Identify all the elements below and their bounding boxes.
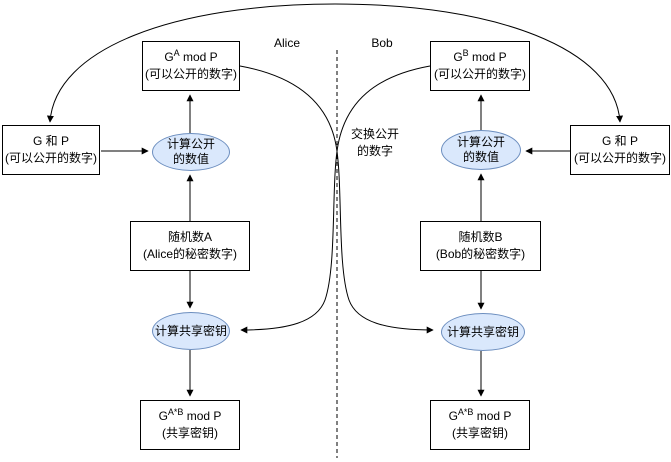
box-gp-bob-note: (可以公开的数字) <box>574 151 666 165</box>
ellipse-calc-shared-key-bob: 计算共享密钥 <box>441 313 525 351</box>
label-bob: Bob <box>371 36 393 50</box>
box-gp-alice-title: G 和 P <box>32 134 69 149</box>
box-shared-key-alice-note: (共享密钥) <box>162 426 218 440</box>
box-public-value-bob-note: (可以公开的数字) <box>434 67 526 81</box>
box-shared-key-alice-formula: GA*B mod P <box>158 407 222 424</box>
box-random-number-alice-title: 随机数A <box>167 230 212 245</box>
box-random-number-alice-note: (Alice的秘密数字) <box>142 247 237 261</box>
box-random-number-bob: 随机数B (Bob的秘密数字) <box>420 221 541 271</box>
arc-shared-gp-arrow <box>46 3 624 123</box>
box-random-number-bob-note: (Bob的秘密数字) <box>435 247 526 261</box>
ellipse-calc-public-bob: 计算公开 的数值 <box>441 130 521 170</box>
box-public-value-alice: GA mod P (可以公开的数字) <box>142 41 240 91</box>
arc-ga-to-bob-arrow <box>239 65 434 334</box>
label-alice: Alice <box>273 36 300 50</box>
ellipse-calc-public-alice: 计算公开 的数值 <box>152 133 230 171</box>
box-gp-bob: G 和 P (可以公开的数字) <box>570 125 670 175</box>
box-gp-bob-title: G 和 P <box>601 134 638 149</box>
box-shared-key-alice: GA*B mod P (共享密钥) <box>140 400 240 450</box>
box-random-number-bob-title: 随机数B <box>458 230 503 245</box>
arc-gb-to-alice-arrow <box>240 65 431 334</box>
box-gp-alice: G 和 P (可以公开的数字) <box>2 125 100 175</box>
ellipse-calc-shared-key-alice: 计算共享密钥 <box>152 312 230 350</box>
box-public-value-bob-formula: GB mod P <box>453 48 507 65</box>
box-gp-alice-note: (可以公开的数字) <box>5 151 97 165</box>
box-shared-key-bob: GA*B mod P (共享密钥) <box>430 400 530 450</box>
box-shared-key-bob-note: (共享密钥) <box>452 426 508 440</box>
label-exchange-public-numbers: 交换公开 的数字 <box>350 127 399 158</box>
box-random-number-alice: 随机数A (Alice的秘密数字) <box>130 221 250 271</box>
box-public-value-alice-note: (可以公开的数字) <box>145 67 237 81</box>
box-public-value-alice-formula: GA mod P <box>164 48 218 65</box>
box-shared-key-bob-formula: GA*B mod P <box>448 407 512 424</box>
box-public-value-bob: GB mod P (可以公开的数字) <box>430 41 530 91</box>
